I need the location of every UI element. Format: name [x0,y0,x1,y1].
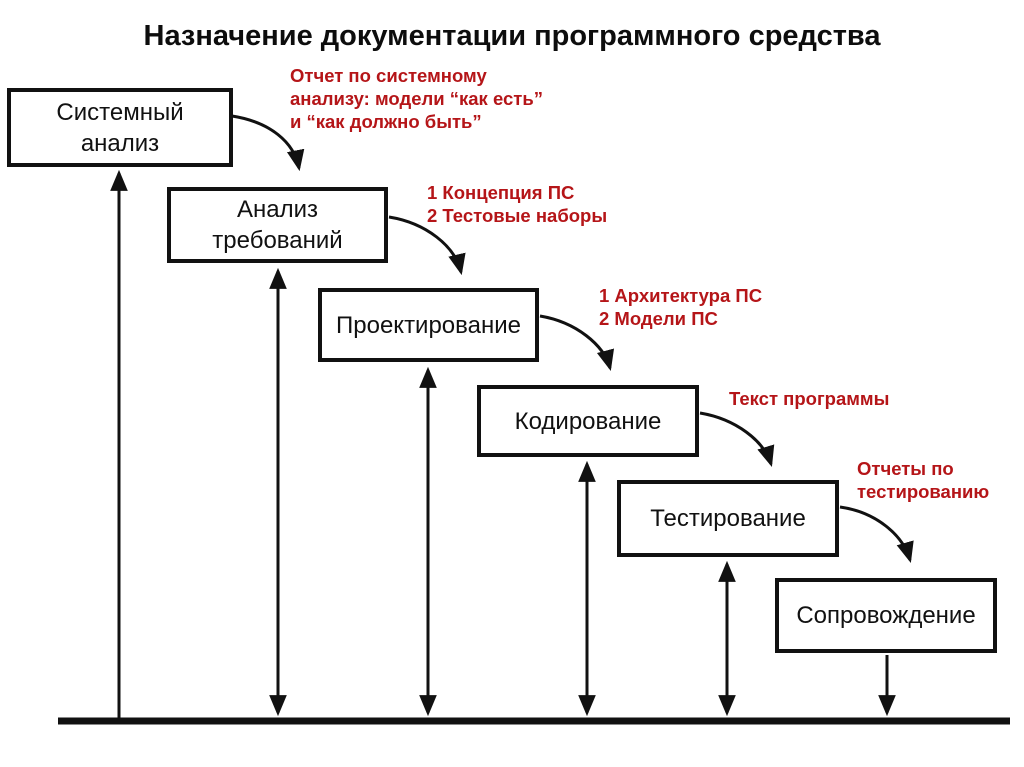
annotation-line: 2 Модели ПС [599,308,718,329]
annotation-architecture-and-models: 1 Архитектура ПС 2 Модели ПС [599,284,762,330]
stage-label-requirements-analysis: Анализ требований [212,196,343,254]
flow-arrow-analysis-to-requirements [231,114,305,172]
annotation-line: анализу: модели “как есть” [290,88,543,109]
stage-label-maintenance: Сопровождение [796,602,976,629]
annotation-line: и “как должно быть” [290,111,482,132]
annotation-testing-reports: Отчеты по тестированию [857,457,989,503]
stage-box-system-analysis: Системный анализ [7,88,233,167]
stage-box-requirements-analysis: Анализ требований [167,187,388,263]
stage-box-coding: Кодирование [477,385,699,457]
stage-box-testing: Тестирование [617,480,839,557]
flow-arrow-coding-to-testing [699,411,775,468]
flow-arrow-testing-to-maintenance [839,505,914,564]
stage-label-design: Проектирование [336,311,521,339]
slide-title: Назначение документации программного сре… [143,20,881,52]
stage-label-coding: Кодирование [514,407,662,435]
annotation-line: Текст программы [729,388,890,409]
stage-label-testing: Тестирование [650,505,806,532]
stage-box-maintenance: Сопровождение [775,578,997,653]
stage-label-system-analysis: Системный анализ [56,98,184,157]
annotation-concept-and-test-sets: 1 Концепция ПС 2 Тестовые наборы [427,181,607,227]
annotation-line: 1 Архитектура ПС [599,285,763,306]
annotation-line: 2 Тестовые наборы [427,205,608,226]
flow-arrow-design-to-coding [539,314,615,372]
annotation-line: Отчеты по [857,458,954,479]
annotation-line: Отчет по системному [290,65,487,86]
annotation-line: 1 Концепция ПС [427,182,575,203]
annotation-system-analysis-report: Отчет по системному анализу: модели “как… [290,64,543,133]
stage-box-design: Проектирование [318,288,539,362]
annotation-line: тестированию [857,481,990,502]
annotation-program-text: Текст программы [729,387,889,410]
flow-arrow-requirements-to-design [388,215,466,276]
